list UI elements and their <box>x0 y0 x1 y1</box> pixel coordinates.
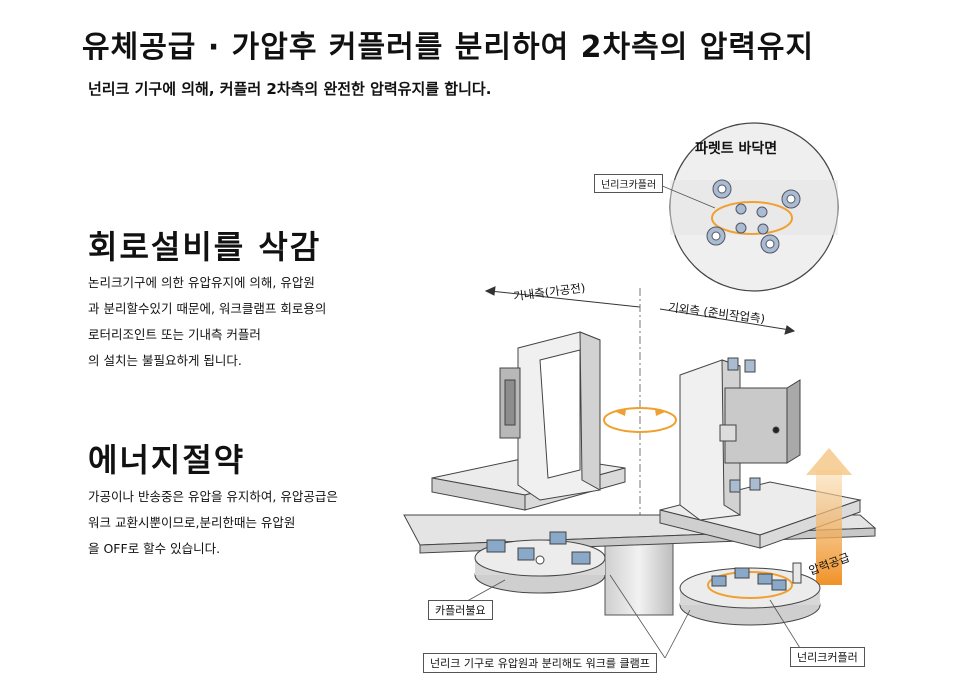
coupler-unneeded-base <box>459 531 606 606</box>
nonleak-coupler-base <box>679 562 821 649</box>
page-subtitle: 넌리크 기구에 의해, 커플러 2차측의 완전한 압력유지를 합니다. <box>88 80 492 98</box>
label-nonleak-coupler-top: 넌리크카플러 <box>594 174 664 193</box>
section-title-circuit: 회로설비를 삭감 <box>88 228 322 266</box>
body-line: 로터리조인트 또는 기내측 커플러 <box>88 327 261 342</box>
body-line: 워크 교환시뿐이므로,분리한때는 유압원 <box>88 515 296 530</box>
direction-arrows <box>484 286 796 335</box>
right-fixture <box>659 357 862 549</box>
page-title: 유체공급 · 가압후 커플러를 분리하여 2차측의 압력유지 <box>82 30 815 65</box>
section-body-circuit: 논리크기구에 의한 유압유지에 의해, 유압원 과 분리할수있기 때문에, 워크… <box>88 270 326 374</box>
left-fixture <box>431 331 626 511</box>
body-line: 의 설치는 불필요하게 됩니다. <box>88 353 242 368</box>
body-line: 과 분리할수있기 때문에, 워크클램프 회로용의 <box>88 301 327 316</box>
label-bottom-caption: 넌리크 기구로 유압원과 분리해도 워크를 클램프 <box>423 653 657 673</box>
label-pallet-bottom: 파렛트 바닥면 <box>695 141 778 157</box>
section-title-energy: 에너지절약 <box>88 441 246 479</box>
pressure-supply-arrow <box>806 448 852 585</box>
body-line: 을 OFF로 할수 있습니다. <box>88 541 221 556</box>
body-line: 가공이나 반송중은 유압을 유지하여, 유압공급은 <box>88 489 338 504</box>
body-line: 논리크기구에 의한 유압유지에 의해, 유압원 <box>88 275 315 290</box>
pallet-bottom-view <box>647 122 839 292</box>
rotation-indicator <box>603 407 677 433</box>
section-body-energy: 가공이나 반송중은 유압을 유지하여, 유압공급은 워크 교환시뿐이므로,분리한… <box>88 484 338 562</box>
label-nonleak-coupler-bottom: 넌리크커플러 <box>790 647 865 667</box>
label-coupler-unneeded: 카플러불요 <box>428 600 493 620</box>
bottom-leader-lines <box>609 574 691 659</box>
